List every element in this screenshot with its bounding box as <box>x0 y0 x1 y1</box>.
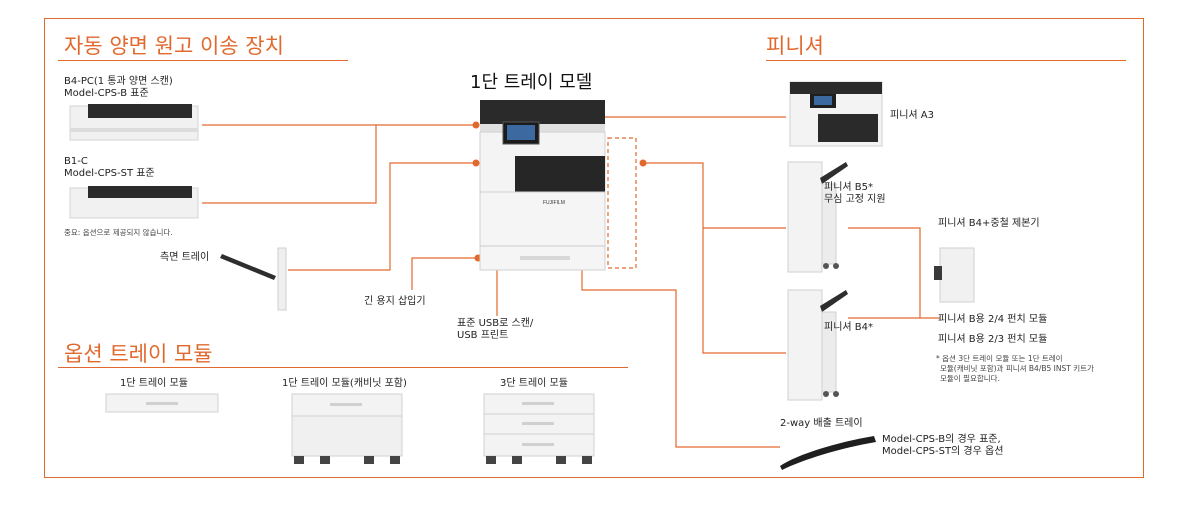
twoway-note-line2: Model-CPS-ST의 경우 옵션 <box>882 446 1004 457</box>
connector-finisher-b4 <box>643 162 786 354</box>
brand-logo: FUJIFILM <box>543 200 565 206</box>
footnote-line3: 모듈이 필요합니다. <box>940 374 1000 383</box>
adf-b1c-image <box>69 186 199 219</box>
usb-label-line1: 표준 USB로 스캔/ <box>457 318 534 329</box>
finisher-b5-image <box>787 161 848 273</box>
one-tray-cabinet-label: 1단 트레이 모듈(캐비닛 포함) <box>282 378 407 389</box>
adf-section-underline <box>58 60 348 61</box>
three-tray-label: 3단 트레이 모듈 <box>500 378 568 389</box>
one-tray-cabinet-image <box>291 393 403 464</box>
adf-b4pc-image <box>69 104 199 141</box>
connector-long-paper <box>411 257 478 290</box>
adf-note: 중요: 옵션으로 제공되지 않습니다. <box>64 228 173 237</box>
adf-b1c-label: B1-C <box>64 156 88 167</box>
finisher-a3-image <box>789 81 883 147</box>
punch-24-label: 피니셔 B용 2/4 펀치 모듈 <box>938 314 1048 325</box>
tray-section-title: 옵션 트레이 모듈 <box>64 342 213 366</box>
usb-label-line2: USB 프린트 <box>457 330 509 341</box>
three-tray-image <box>483 393 595 464</box>
twoway-note-line1: Model-CPS-B의 경우 표준, <box>882 434 1001 445</box>
finisher-b4-label: 피니셔 B4* <box>824 322 874 333</box>
finisher-b5-sub: 무심 고정 지원 <box>824 194 886 205</box>
twoway-tray-image <box>780 436 876 470</box>
adf-section-title: 자동 양면 원고 이송 장치 <box>64 34 284 58</box>
connector-punch <box>848 227 940 319</box>
adf-b4pc-label: B4-PC(1 통과 양면 스캔) <box>64 76 173 87</box>
tray-section-underline <box>58 367 628 368</box>
finisher-section-title: 피니셔 <box>766 34 824 58</box>
side-tray-label: 측면 트레이 <box>160 252 210 263</box>
mfp-device-image: FUJIFILM <box>479 100 606 271</box>
finisher-section-underline <box>766 60 1126 61</box>
finisher-a3-label: 피니셔 A3 <box>890 110 934 121</box>
long-paper-label: 긴 용지 삽입기 <box>364 296 426 307</box>
punch-23-label: 피니셔 B용 2/3 펀치 모듈 <box>938 334 1048 345</box>
finisher-b4-booklet-label: 피니셔 B4+중철 제본기 <box>938 218 1040 229</box>
footnote-line1: * 옵션 3단 트레이 모듈 또는 1단 트레이 <box>936 354 1063 363</box>
adf-b1c-model: Model-CPS-ST 표준 <box>64 168 155 179</box>
connector-side-tray <box>288 162 476 271</box>
dot-adf <box>472 121 480 129</box>
twoway-tray-label: 2-way 배출 트레이 <box>780 418 863 429</box>
one-tray-image <box>105 393 219 413</box>
main-model-title: 1단 트레이 모델 <box>470 72 593 93</box>
dot-side <box>472 159 480 167</box>
footnote-line2: 모듈(캐비닛 포함)과 피니셔 B4/B5 INST 키트가 <box>940 364 1094 373</box>
adf-b4pc-model: Model-CPS-B 표준 <box>64 88 149 99</box>
finisher-b5-label: 피니셔 B5* <box>824 182 874 193</box>
dot-finisher <box>639 159 647 167</box>
connector-b1c <box>202 125 377 204</box>
side-tray-image <box>220 247 287 311</box>
booklet-maker-image <box>934 247 975 303</box>
finisher-b4-image <box>787 289 848 401</box>
internal-option-box <box>607 137 637 269</box>
diagram-frame <box>44 18 1144 478</box>
one-tray-label: 1단 트레이 모듈 <box>120 378 188 389</box>
